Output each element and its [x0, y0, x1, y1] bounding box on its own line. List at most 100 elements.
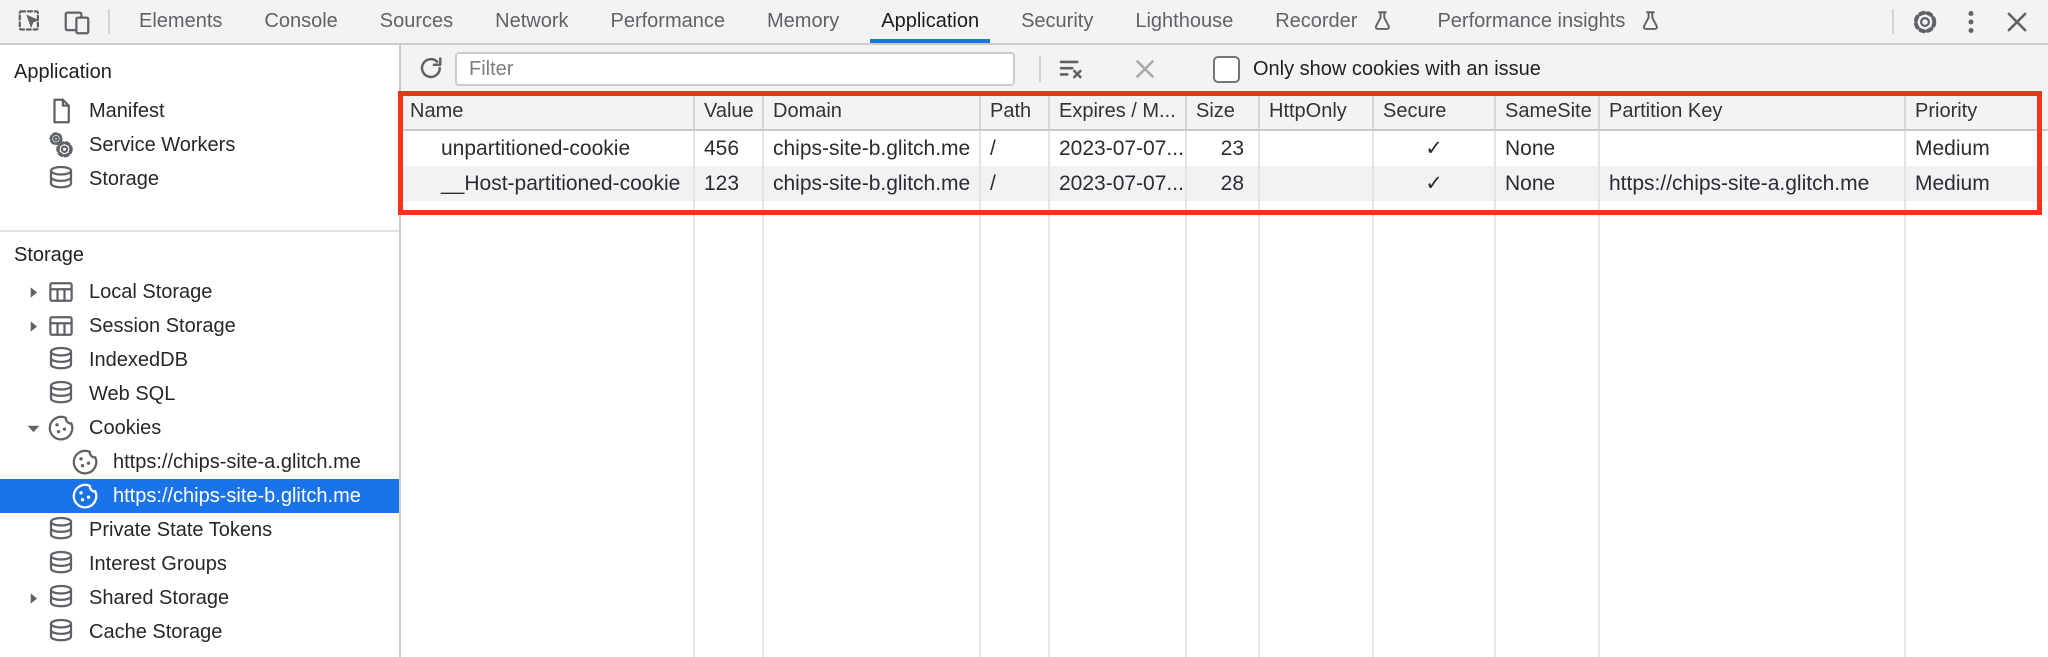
sidebar-item-label: Service Workers [89, 133, 236, 156]
close-devtools-button[interactable] [1994, 0, 2040, 43]
cell-samesite: None [1496, 131, 1600, 166]
grid-filler-column [1050, 201, 1187, 657]
issue-filter-checkbox-label[interactable]: Only show cookies with an issue [1253, 57, 1541, 80]
column-header-size[interactable]: Size [1187, 93, 1260, 129]
cell-size: 28 [1187, 166, 1260, 201]
experiment-flask-icon [1637, 9, 1663, 35]
sidebar-item-https-chips-site-a-glitch-me[interactable]: https://chips-site-a.glitch.me [0, 445, 399, 479]
sidebar-item-label: Interest Groups [89, 552, 227, 575]
service-workers-icon [46, 130, 76, 160]
cookie-icon [70, 447, 100, 477]
refresh-button[interactable] [409, 47, 453, 91]
tab-application[interactable]: Application [860, 0, 1000, 43]
grid-filler-column [981, 201, 1050, 657]
sidebar-item-manifest[interactable]: Manifest [0, 94, 399, 128]
sidebar-item-cookies[interactable]: Cookies [0, 411, 399, 445]
cell-priority: Medium [1915, 171, 1990, 195]
sidebar-item-label: Shared Storage [89, 586, 230, 609]
tab-performance[interactable]: Performance [590, 0, 747, 43]
column-header-domain[interactable]: Domain [764, 93, 981, 129]
sidebar-item-private-state-tokens[interactable]: Private State Tokens [0, 513, 399, 547]
sidebar-item-service-workers[interactable]: Service Workers [0, 128, 399, 162]
inspect-element-button[interactable] [8, 0, 54, 43]
experiment-flask-icon [1369, 9, 1395, 35]
sidebar-item-session-storage[interactable]: Session Storage [0, 309, 399, 343]
tab-label: Lighthouse [1135, 10, 1234, 32]
clear-all-cookies-button[interactable] [1049, 47, 1093, 91]
tab-recorder[interactable]: Recorder [1254, 0, 1416, 43]
cell-name: __Host-partitioned-cookie [401, 166, 695, 201]
cookie-table-filler [401, 201, 2048, 657]
tab-security[interactable]: Security [1000, 0, 1114, 43]
grid-filler-column [1187, 201, 1260, 657]
cell-value: 123 [695, 166, 764, 201]
tab-sources[interactable]: Sources [359, 0, 474, 43]
tree-arrow-collapsed-icon[interactable] [24, 316, 46, 336]
cell-httponly [1260, 166, 1374, 201]
table-icon [46, 311, 76, 341]
sidebar-item-local-storage[interactable]: Local Storage [0, 275, 399, 309]
tab-lighthouse[interactable]: Lighthouse [1114, 0, 1254, 43]
close-icon [2002, 7, 2032, 37]
tab-memory[interactable]: Memory [746, 0, 860, 43]
tab-label: Sources [379, 10, 454, 32]
database-icon [46, 617, 76, 647]
cell-expires-m: 2023-07-07... [1050, 131, 1187, 166]
column-header-secure[interactable]: Secure [1374, 93, 1496, 129]
cell-secure: ✓ [1374, 131, 1496, 166]
grid-filler-column [695, 201, 764, 657]
sidebar-item-label: Local Storage [89, 280, 213, 303]
column-header-value[interactable]: Value [695, 93, 764, 129]
tree-arrow-collapsed-icon[interactable] [24, 282, 46, 302]
cell-partition-key [1600, 131, 1906, 166]
tree-arrow-spacer [24, 169, 46, 189]
toggle-device-toolbar-button[interactable] [54, 0, 100, 43]
tab-network[interactable]: Network [474, 0, 589, 43]
sidebar-item-indexeddb[interactable]: IndexedDB [0, 343, 399, 377]
column-header-name[interactable]: Name [401, 93, 695, 129]
cookie-icon [46, 413, 76, 443]
tree-arrow-expanded-icon[interactable] [24, 418, 46, 438]
sidebar-item-label: Cache Storage [89, 620, 223, 643]
gear-icon [1910, 7, 1940, 37]
settings-button[interactable] [1902, 0, 1948, 43]
tree-arrow-collapsed-icon[interactable] [24, 588, 46, 608]
column-header-path[interactable]: Path [981, 93, 1050, 129]
column-header-httponly[interactable]: HttpOnly [1260, 93, 1374, 129]
column-header-priority[interactable]: Priority [1915, 99, 1978, 122]
section-title-storage: Storage [14, 244, 85, 266]
more-options-button[interactable] [1948, 0, 1994, 43]
sidebar-item-https-chips-site-b-glitch-me[interactable]: https://chips-site-b.glitch.me [0, 479, 399, 513]
sidebar-item-shared-storage[interactable]: Shared Storage [0, 581, 399, 615]
sidebar-item-label: Session Storage [89, 314, 236, 337]
column-header-samesite[interactable]: SameSite [1496, 93, 1600, 129]
sidebar-item-cache-storage[interactable]: Cache Storage [0, 615, 399, 649]
sidebar-item-web-sql[interactable]: Web SQL [0, 377, 399, 411]
tab-bar-right-controls [1884, 0, 2040, 43]
sidebar-item-interest-groups[interactable]: Interest Groups [0, 547, 399, 581]
column-header-expires-m[interactable]: Expires / M... [1050, 93, 1187, 129]
tree-arrow-spacer [24, 135, 46, 155]
database-icon [46, 379, 76, 409]
sidebar-item-label: Private State Tokens [89, 518, 273, 541]
tree-arrow-spacer [24, 350, 46, 370]
tab-console[interactable]: Console [243, 0, 358, 43]
tab-label: Performance [610, 10, 726, 32]
column-header-partition-key[interactable]: Partition Key [1600, 93, 1906, 129]
filter-input[interactable] [455, 52, 1015, 86]
tab-performance-insights[interactable]: Performance insights [1416, 0, 1684, 43]
issue-filter-checkbox[interactable] [1213, 55, 1240, 83]
tab-elements[interactable]: Elements [118, 0, 243, 43]
sidebar-item-label: https://chips-site-a.glitch.me [113, 450, 361, 473]
delete-selected-button[interactable] [1123, 47, 1167, 91]
sidebar-item-storage[interactable]: Storage [0, 162, 399, 196]
